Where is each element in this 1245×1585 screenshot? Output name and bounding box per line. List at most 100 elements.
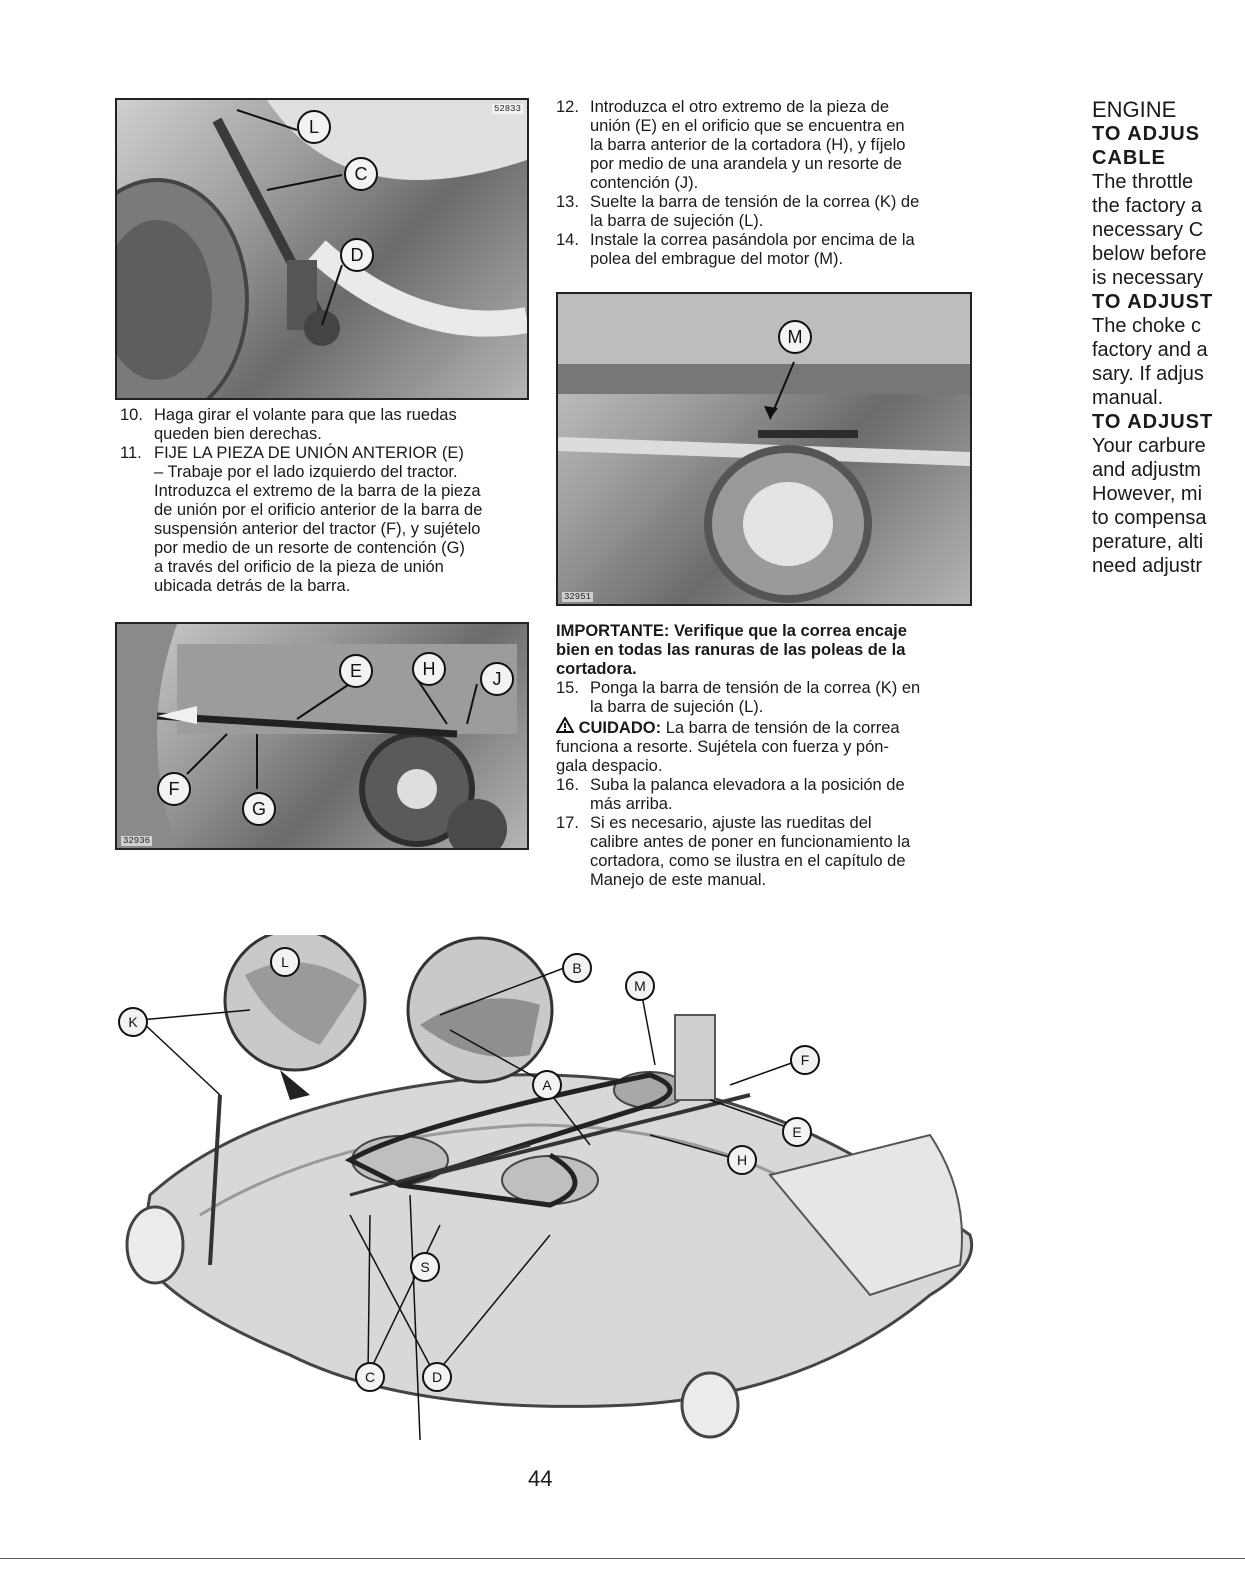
step-10: 10. Haga girar el volante para que las r… xyxy=(120,406,535,444)
step-17: 17. Si es necesario, ajuste las rueditas… xyxy=(556,814,981,890)
para-line: manual. xyxy=(1092,387,1164,409)
callout-label: M xyxy=(778,320,812,354)
heading-adjust-cable-cont: CABLE xyxy=(1092,147,1166,169)
callout-label: E xyxy=(339,654,373,688)
step-number: 10. xyxy=(120,406,143,424)
step-line: por medio de una arandela y un resorte d… xyxy=(590,155,902,173)
deck-callout: A xyxy=(532,1070,562,1100)
step-12: 12. Introduzca el otro extremo de la pie… xyxy=(556,98,981,193)
deck-callout: H xyxy=(727,1145,757,1175)
step-16: 16. Suba la palanca elevadora a la posic… xyxy=(556,776,981,814)
warning-icon xyxy=(555,715,575,738)
para-line: Your carbure xyxy=(1092,435,1206,457)
photo-engine-pulley: 32951 M xyxy=(556,292,972,606)
callout-label: D xyxy=(340,238,374,272)
heading-adjust-carb: TO ADJUST xyxy=(1092,411,1214,433)
step-line: de unión por el orificio anterior de la … xyxy=(154,501,483,519)
step-line: ubicada detrás de la barra. xyxy=(154,577,351,595)
deck-callout: F xyxy=(790,1045,820,1075)
deck-callout: D xyxy=(422,1362,452,1392)
important-line: cortadora. xyxy=(556,660,637,678)
step-line: Suba la palanca elevadora a la posición … xyxy=(590,776,905,794)
step-11: 11. FIJE LA PIEZA DE UNIÓN ANTERIOR (E) xyxy=(120,444,535,463)
para-line: necessary C xyxy=(1092,219,1204,241)
photo-bottom-left-drawing xyxy=(117,624,517,848)
step-line: unión (E) en el orificio que se encuentr… xyxy=(590,117,905,135)
para-line: below before xyxy=(1092,243,1207,265)
adjacent-page-column: ENGINE TO ADJUS CABLE The throttle the f… xyxy=(1092,98,1245,578)
deck-callout: B xyxy=(562,953,592,983)
para-line: the factory a xyxy=(1092,195,1203,217)
para-line: to compensa xyxy=(1092,507,1207,529)
deck-callout: S xyxy=(410,1252,440,1282)
callout-label: L xyxy=(297,110,331,144)
step-line: la barra anterior de la cortadora (H), y… xyxy=(590,136,906,154)
mower-deck-illustration: L K B M A F E H S S C D xyxy=(110,928,990,1561)
step-13: 13. Suelte la barra de tensión de la cor… xyxy=(556,193,981,231)
step-line: queden bien derechas. xyxy=(154,425,322,443)
step-line: cortadora, como se ilustra en el capítul… xyxy=(590,852,906,870)
step-line: Instale la correa pasándola por encima d… xyxy=(590,231,915,249)
heading-engine: ENGINE xyxy=(1092,98,1177,122)
photo-code: 32936 xyxy=(121,836,153,846)
photo-code: 32951 xyxy=(562,592,594,602)
step-line: Si es necesario, ajuste las rueditas del xyxy=(590,814,872,832)
callout-label: G xyxy=(242,792,276,826)
page-number: 44 xyxy=(528,1466,553,1491)
deck-callout: C xyxy=(355,1362,385,1392)
step-line: – Trabaje por el lado izquierdo del trac… xyxy=(154,463,458,481)
step-line: contención (J). xyxy=(590,174,699,192)
right-steps-top: 12. Introduzca el otro extremo de la pie… xyxy=(556,98,981,269)
para-line: need adjustr xyxy=(1092,555,1203,577)
para-line: However, mi xyxy=(1092,483,1203,505)
photo-code: 52833 xyxy=(491,104,523,114)
deck-drawing xyxy=(125,928,974,1561)
step-line: la barra de sujeción (L). xyxy=(590,212,764,230)
step-line: FIJE LA PIEZA DE UNIÓN ANTERIOR (E) xyxy=(154,444,464,462)
step-line: Ponga la barra de tensión de la correa (… xyxy=(590,679,921,697)
para-line: factory and a xyxy=(1092,339,1208,361)
page-edge-rule xyxy=(0,1558,1245,1559)
caution-block: CUIDADO: La barra de tensión de la corre… xyxy=(555,715,981,776)
deck-callout: K xyxy=(118,1007,148,1037)
step-line: más arriba. xyxy=(590,795,673,813)
step-line: la barra de sujeción (L). xyxy=(590,698,764,716)
step-line: por medio de un resorte de contención (G… xyxy=(154,539,465,557)
para-line: The choke c xyxy=(1092,315,1201,337)
step-15: 15. Ponga la barra de tensión de la corr… xyxy=(556,679,981,717)
important-line: Verifique que la correa encaje xyxy=(673,622,907,640)
step-number: 13. xyxy=(556,193,579,211)
deck-callout: M xyxy=(625,971,655,1001)
para-line: perature, alti xyxy=(1092,531,1204,553)
photo-front-link-bottom: 32936 E H J F G xyxy=(115,622,529,850)
right-steps-bottom: IMPORTANTE: Verifique que la correa enca… xyxy=(555,622,981,890)
photo-top-left-drawing xyxy=(117,100,527,398)
heading-adjust-cable: TO ADJUS xyxy=(1092,123,1201,145)
step-line: Introduzca el extremo de la barra de la … xyxy=(154,482,481,500)
left-steps: 10. Haga girar el volante para que las r… xyxy=(120,406,535,596)
callout-label: C xyxy=(344,157,378,191)
callout-label: J xyxy=(480,662,514,696)
step-number: 15. xyxy=(556,679,579,697)
step-number: 16. xyxy=(556,776,579,794)
step-line: Suelte la barra de tensión de la correa … xyxy=(590,193,920,211)
caution-line: gala despacio. xyxy=(556,757,663,775)
step-number: 14. xyxy=(556,231,579,249)
para-line: and adjustm xyxy=(1092,459,1201,481)
para-line: is necessary xyxy=(1092,267,1204,289)
deck-callout: E xyxy=(782,1117,812,1147)
photo-front-link-top: 52833 L C D xyxy=(115,98,529,400)
important-label: IMPORTANTE: xyxy=(556,622,670,640)
caution-line: La barra de tensión de la correa xyxy=(665,719,900,737)
photo-mid-right-drawing xyxy=(558,294,970,603)
step-number: 12. xyxy=(556,98,579,116)
step-line: calibre antes de poner en funcionamiento… xyxy=(590,833,911,851)
step-line: polea del embrague del motor (M). xyxy=(590,250,844,268)
step-line: Introduzca el otro extremo de la pieza d… xyxy=(590,98,890,116)
callout-label: H xyxy=(412,652,446,686)
step-number: 17. xyxy=(556,814,579,832)
caution-line: funciona a resorte. Sujétela con fuerza … xyxy=(556,738,889,756)
step-line: a través del orificio de la pieza de uni… xyxy=(154,558,444,576)
callout-label: F xyxy=(157,772,191,806)
